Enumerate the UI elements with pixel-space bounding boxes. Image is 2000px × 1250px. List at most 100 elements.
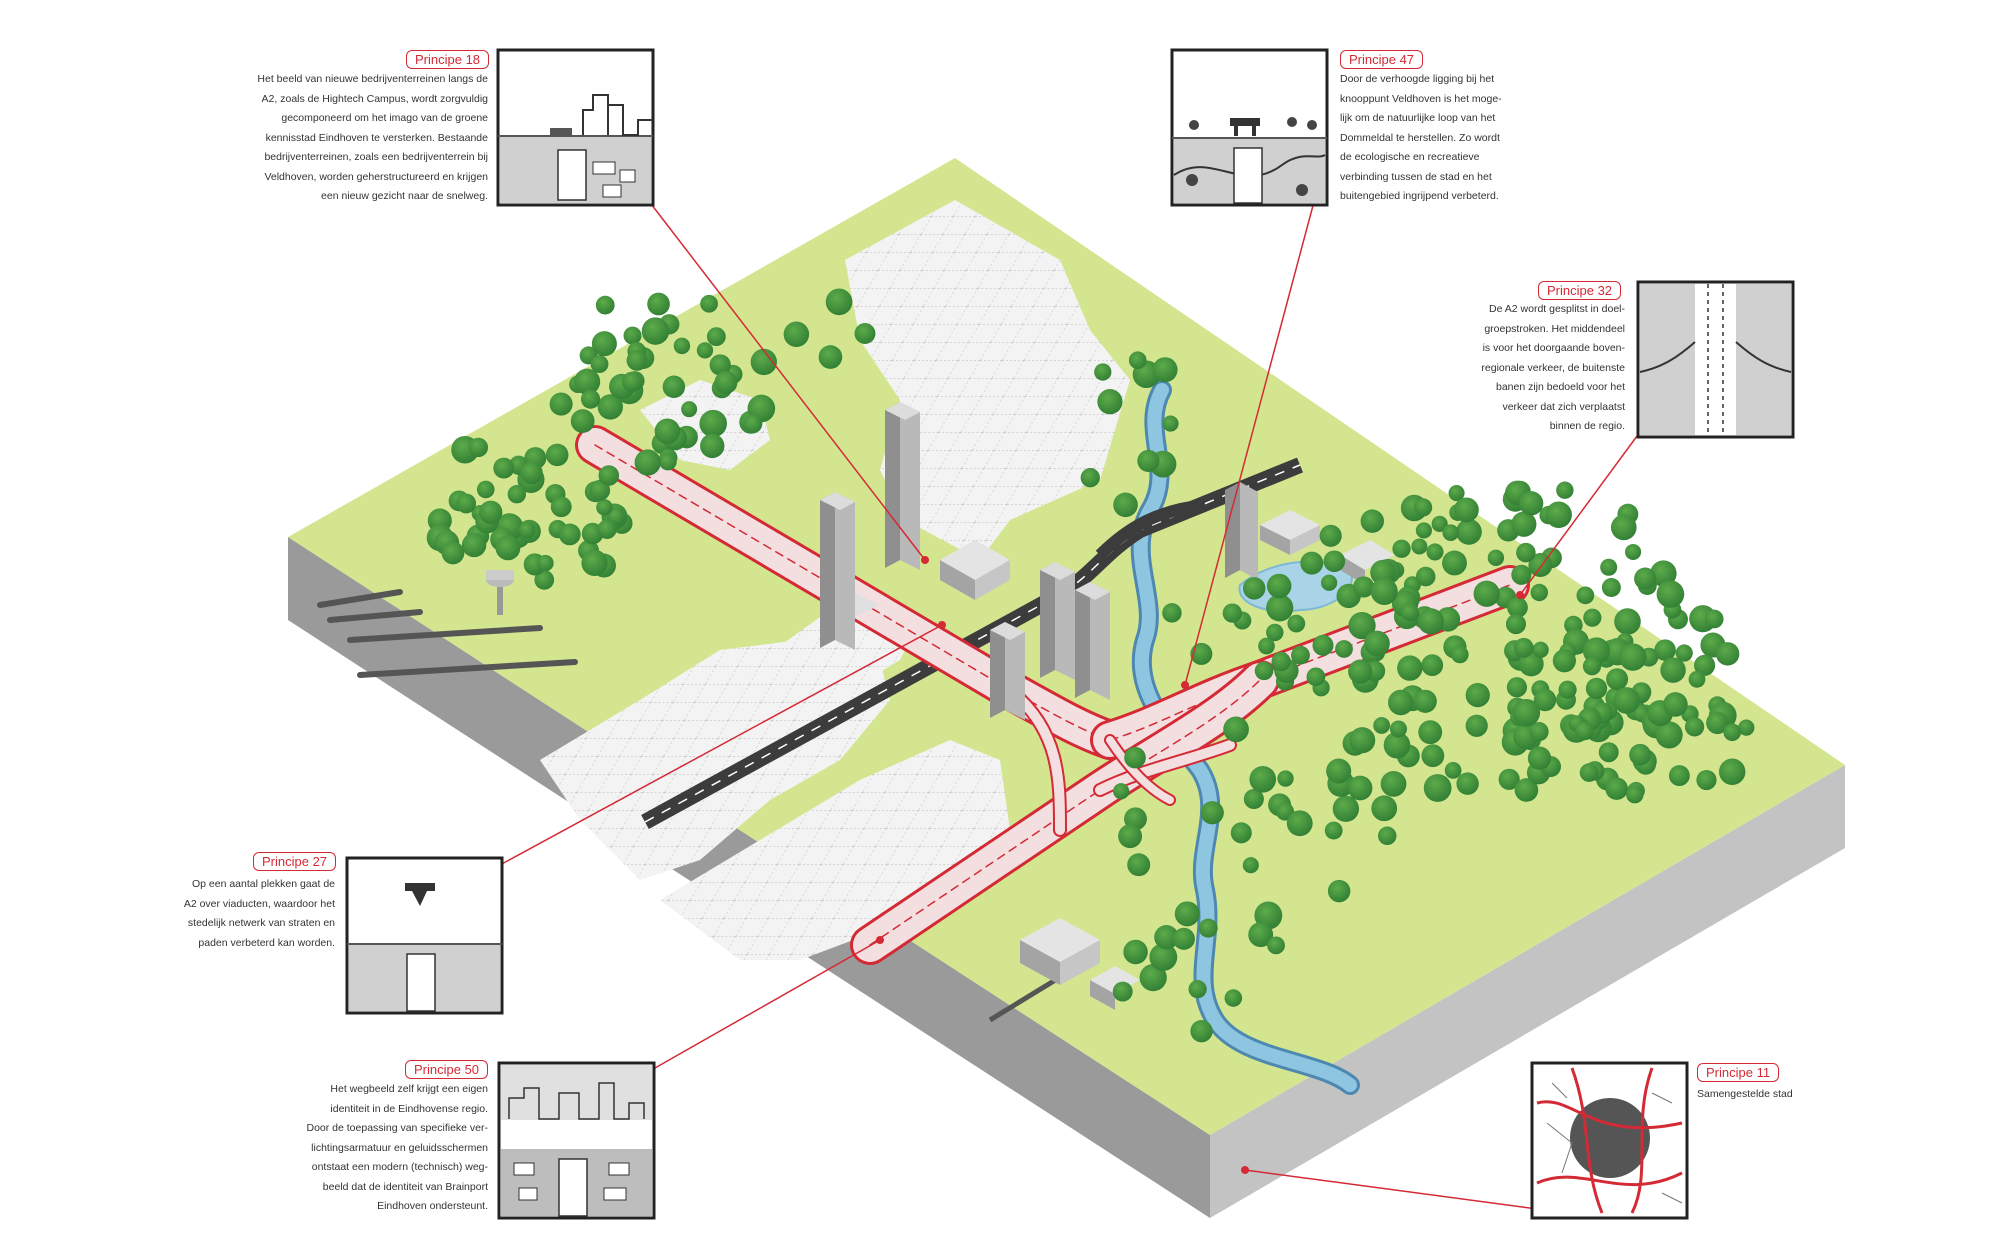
tree [1512,698,1541,727]
tree [750,348,777,376]
icon-box-p32 [1636,280,1795,439]
tree [478,500,503,525]
tree [1696,769,1717,791]
tree [1442,524,1459,541]
tree [1348,659,1373,684]
tree [654,418,681,445]
runway-strips [317,589,578,678]
tree [495,535,521,561]
tree [1718,758,1746,786]
icon-box-p47 [1170,48,1329,207]
tree [590,355,609,374]
tree [1511,511,1537,537]
tree [743,414,763,434]
buildings [820,402,1395,1010]
tree [1426,543,1444,561]
tree [597,519,617,539]
tree [1634,567,1657,590]
tree [456,493,477,514]
tree [1579,763,1599,782]
tree [1605,777,1628,800]
tree [507,485,527,504]
tree [1527,746,1552,770]
tree [1421,744,1445,768]
tree [1248,922,1274,948]
tree [1421,654,1444,677]
tree [1364,630,1390,657]
tree [647,292,670,316]
tree [1487,549,1505,567]
tree [1552,649,1576,673]
tree [1324,821,1343,840]
tree [854,323,876,344]
tree [659,452,677,471]
tree [1516,542,1536,563]
tree [1370,577,1398,606]
tree [1162,603,1182,623]
tree [1668,765,1690,787]
tree [1675,644,1693,662]
tree [1660,657,1686,683]
tree [1149,943,1178,971]
tree [518,521,536,539]
tree [597,394,623,420]
tree [1415,566,1436,587]
tree [1532,641,1549,658]
tree [1124,746,1146,769]
tree [1113,492,1138,518]
icon-box-p11 [1530,1061,1689,1220]
tree [558,523,581,546]
tree [1335,640,1353,658]
tree [1513,637,1534,658]
water-tower [486,570,514,615]
tree [1347,775,1373,801]
tree [493,457,515,479]
tree [1383,731,1411,759]
tree [634,449,661,476]
tree [1558,680,1577,699]
tree [1465,682,1490,708]
tree [570,409,595,433]
tree [1190,642,1213,665]
tree [1506,677,1528,698]
tree [1266,573,1292,599]
tree [545,443,569,467]
tree [1614,608,1641,635]
tree [1258,637,1275,655]
tree [549,392,573,416]
tree [1312,634,1334,656]
tree [706,327,726,347]
tree [1706,711,1729,735]
tree [818,345,843,369]
tree [673,337,691,355]
icon-box-p27 [345,856,504,1015]
tree [1287,614,1306,633]
icon-box-p18 [496,48,655,207]
tree [1600,558,1618,576]
tree [1448,484,1465,502]
tree [550,496,572,518]
tree [1625,543,1642,561]
tree [1271,651,1291,672]
tree [1533,688,1557,712]
tree [1137,449,1160,472]
tree [825,288,853,316]
tree [1348,611,1376,640]
tree [441,541,465,565]
tree [1188,980,1207,999]
tree [1243,788,1264,810]
tree [1388,689,1414,716]
tree [1694,654,1716,676]
tree [699,409,727,438]
tree [1656,580,1685,608]
tree [681,401,698,418]
tree [1411,538,1428,555]
tree [1619,643,1647,671]
tree [1654,639,1676,661]
tree [1162,415,1179,432]
tree [623,326,642,345]
tree [1601,577,1621,597]
tree [1610,514,1637,541]
tree [1684,717,1705,737]
